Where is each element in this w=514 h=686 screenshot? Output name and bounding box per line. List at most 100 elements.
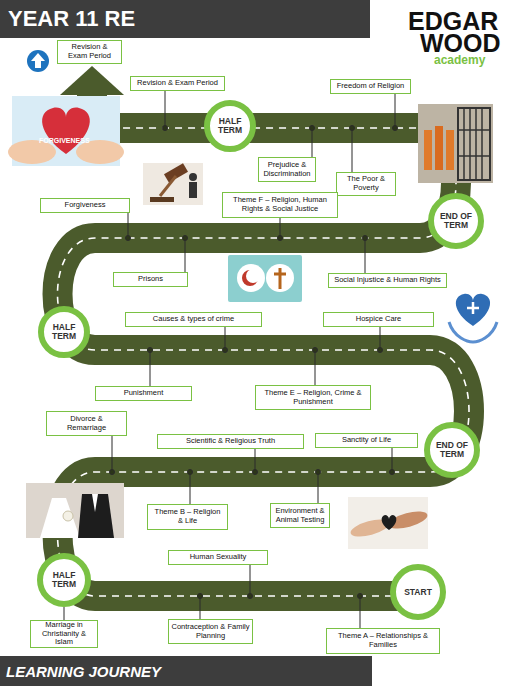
leader-line: [395, 94, 396, 128]
road-dot: [358, 594, 363, 599]
page-title: YEAR 11 RE: [0, 6, 135, 32]
symbol-disc: [237, 264, 265, 292]
prisoner: [446, 130, 454, 170]
leader-lines: [64, 91, 398, 628]
milestone-circle: HALF TERM: [37, 553, 91, 607]
leader-line: [312, 128, 313, 157]
leader-line: [380, 327, 381, 350]
gavel-block: [150, 197, 174, 202]
road-dot: [248, 594, 253, 599]
topic-box: Sanctity of Life: [315, 433, 418, 448]
gavel-head: [164, 163, 188, 183]
topic-label: Punishment: [124, 389, 164, 398]
footer-banner: LEARNING JOURNEY: [0, 656, 372, 686]
topic-label: Divorce & Remarriage: [57, 415, 116, 432]
religion-symbols: [228, 255, 302, 302]
leader-line: [255, 449, 256, 472]
topic-box: Theme E – Religion, Crime & Punishment: [255, 385, 371, 410]
topic-box: Environment & Animal Testing: [270, 503, 330, 528]
topic-label: Theme A – Relationships & Families: [329, 632, 437, 649]
page-caption: LEARNING JOURNEY: [0, 663, 161, 680]
leader-line: [225, 327, 226, 350]
road-dot: [316, 470, 321, 475]
topic-box: Contraception & Family Planning: [168, 619, 253, 644]
topic-label: The Poor & Poverty: [339, 175, 393, 192]
figure-head: [189, 173, 197, 181]
leader-line: [185, 238, 186, 272]
milestone-circle: HALF TERM: [204, 100, 256, 152]
topic-box: Divorce & Remarriage: [46, 411, 127, 436]
topic-label: Hospice Care: [356, 315, 401, 324]
heart: [456, 294, 490, 326]
logo-text: WOOD: [420, 31, 501, 56]
topic-label: Human Sexuality: [190, 553, 247, 562]
leader-line: [190, 472, 191, 504]
symbol-disc: [266, 264, 294, 292]
prison-photo: [418, 104, 493, 183]
topic-box: Revision & Exam Period: [130, 76, 225, 91]
heart: [382, 515, 397, 530]
topic-box: Hospice Care: [323, 312, 434, 327]
plus: [467, 302, 479, 314]
topic-box: Prisons: [113, 272, 188, 287]
topic-label: Scientific & Religious Truth: [186, 437, 275, 446]
topic-label: Sanctity of Life: [342, 436, 391, 445]
topic-label: Freedom of Religion: [337, 82, 405, 91]
topic-box: Punishment: [95, 386, 192, 401]
leader-line: [64, 607, 65, 620]
road-dot: [148, 348, 153, 353]
milestone-label: END OF TERM: [433, 422, 471, 478]
milestone-circle: END OF TERM: [424, 422, 480, 478]
hands: [449, 322, 497, 342]
topic-box: Theme B – Religion & Life: [147, 504, 228, 530]
forgiveness-photo: [8, 96, 124, 166]
milestone-circle: HALF TERM: [38, 306, 90, 358]
topic-box: Theme A – Relationships & Families: [326, 628, 440, 654]
gavel-icon: [143, 163, 203, 205]
milestone-label: END OF TERM: [437, 193, 475, 249]
wedding-photo: [26, 483, 124, 538]
topic-box: The Poor & Poverty: [336, 172, 396, 196]
cell-bars: [458, 108, 490, 180]
topic-box: Social Injustice & Human Rights: [328, 273, 447, 288]
road-dot: [110, 470, 115, 475]
bride: [40, 498, 80, 538]
prisoner: [435, 126, 443, 170]
road-dot: [363, 236, 368, 241]
bouquet: [63, 511, 73, 521]
topic-box: Marriage in Christianity & Islam: [30, 620, 98, 648]
road-dot: [310, 126, 315, 131]
title-banner: YEAR 11 RE: [0, 0, 370, 38]
heart: [42, 108, 90, 154]
topic-label: Revision & Exam Period: [66, 43, 113, 60]
topic-box: Revision & Exam Period: [57, 40, 122, 64]
topic-label: Prisons: [138, 275, 163, 284]
hands-heart-photo: [348, 497, 429, 549]
topic-box: Forgiveness: [40, 198, 130, 213]
topic-label: Environment & Animal Testing: [272, 507, 328, 524]
leader-line: [352, 128, 353, 172]
gavel-handle: [160, 176, 176, 196]
topic-label: Theme B – Religion & Life: [152, 508, 223, 525]
road-dot: [253, 470, 258, 475]
hospice-icon: [449, 294, 497, 342]
cross: [274, 268, 286, 289]
photo-text: FORGIVENESS: [39, 137, 90, 144]
milestone-circle: END OF TERM: [428, 193, 484, 249]
up-arrow-icon: [27, 50, 49, 72]
road-dot: [313, 348, 318, 353]
road-dot: [350, 126, 355, 131]
topic-label: Forgiveness: [65, 201, 106, 210]
milestone-label: HALF TERM: [213, 100, 247, 152]
leader-line: [165, 91, 166, 128]
leader-line: [250, 565, 251, 596]
photo-background: [418, 104, 493, 183]
topic-label: Social Injustice & Human Rights: [334, 276, 441, 285]
leader-line: [200, 596, 201, 619]
leader-line: [365, 238, 366, 273]
leader-line: [128, 213, 129, 238]
milestone-label: HALF TERM: [46, 553, 82, 607]
road-dot: [163, 126, 168, 131]
